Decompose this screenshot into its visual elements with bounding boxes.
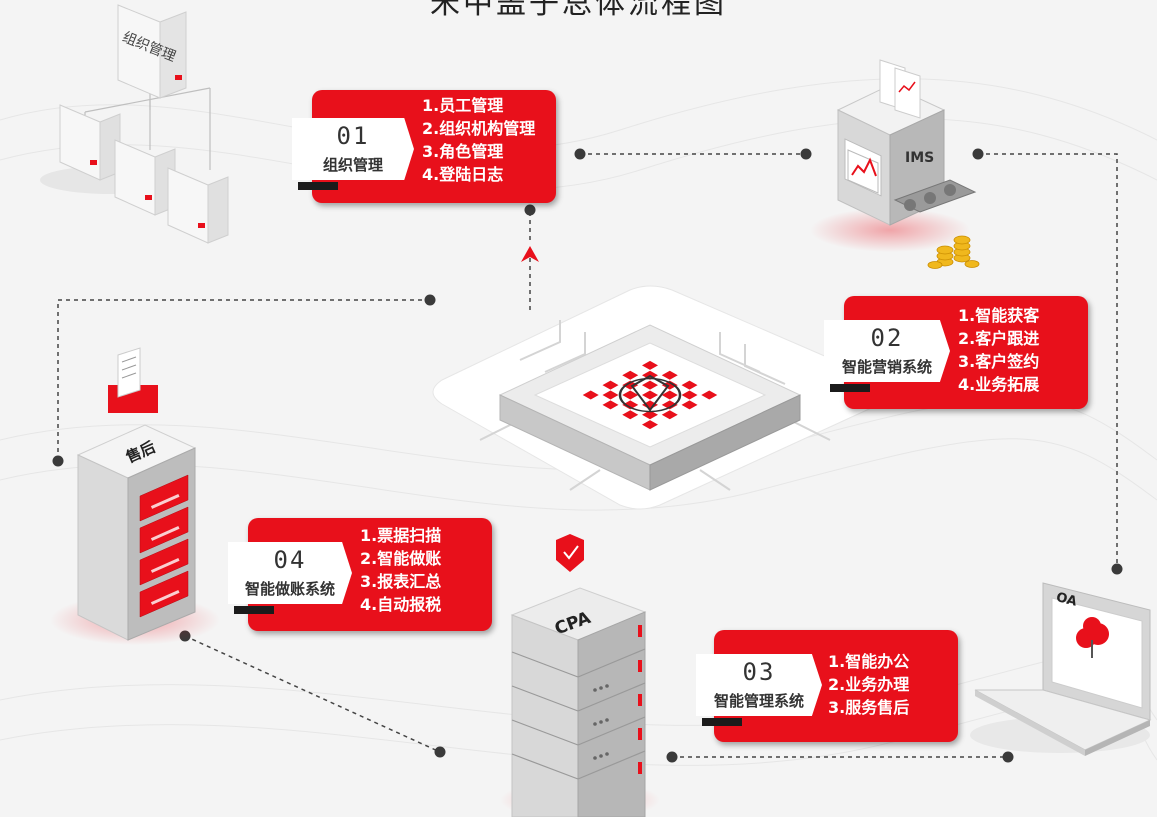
module-name: 组织管理 [322, 156, 383, 174]
connector-dot [424, 294, 436, 306]
rack-drawers [139, 474, 189, 618]
module-number: 04 [273, 546, 307, 574]
module-item: 1.智能办公 [828, 652, 910, 671]
module-item: 1.票据扫描 [360, 526, 442, 545]
org-folders-illustration: 组织管理 [40, 4, 229, 244]
module-item: 2.智能做账 [360, 549, 442, 568]
connector-dot [574, 148, 586, 160]
connector-dot [666, 751, 678, 763]
module-item: 4.登陆日志 [422, 165, 504, 184]
chip-tile [661, 410, 678, 420]
chip-tile [681, 400, 698, 410]
module-item: 3.客户签约 [958, 352, 1040, 371]
module-item: 3.服务售后 [828, 698, 910, 717]
chip-tile [642, 390, 658, 400]
chip-tile [661, 400, 678, 410]
connector-dot [52, 455, 64, 467]
chip-tile [602, 400, 619, 410]
chip-tile [701, 390, 718, 400]
chip-tile [622, 370, 639, 380]
chip-tile [602, 380, 619, 390]
module-tab: 03 智能管理系统 [696, 654, 822, 716]
svg-text:OA: OA [1055, 590, 1079, 610]
module-number: 01 [336, 122, 370, 150]
chip-tile [622, 400, 639, 410]
module-number: 02 [870, 324, 904, 352]
module-name: 智能做账系统 [244, 580, 335, 598]
chip-tile [602, 390, 619, 400]
folder-icon: 组织管理 [117, 4, 187, 99]
module-items-list: 1.员工管理 2.组织机构管理 3.角色管理 4.登陆日志 [422, 94, 535, 186]
chip-tile [681, 380, 698, 390]
connector-dot [524, 204, 536, 216]
connector-rack-center [57, 299, 430, 461]
oa-laptop-illustration: OA [970, 582, 1152, 756]
module-item: 2.业务办理 [828, 675, 910, 694]
module-items-list: 1.智能获客 2.客户跟进 3.客户签约 4.业务拓展 [958, 304, 1039, 396]
module-item: 2.客户跟进 [958, 329, 1040, 348]
module-name: 智能管理系统 [713, 692, 804, 710]
module-card-accounting: 1.票据扫描 2.智能做账 3.报表汇总 4.自动报税 04 智能做账系统 [226, 518, 496, 643]
tree-icon [1076, 617, 1109, 658]
connector-dot [434, 746, 446, 758]
chip-tile [661, 390, 678, 400]
chip-tile [642, 410, 658, 420]
chip-tile [642, 360, 658, 370]
module-item: 1.员工管理 [422, 96, 504, 115]
arrow-up-icon [521, 246, 539, 262]
module-item: 4.业务拓展 [958, 375, 1040, 394]
module-tab-foot [298, 182, 338, 190]
page-title: 米中盖子总体流程图 [430, 0, 727, 21]
module-item: 2.组织机构管理 [422, 119, 536, 138]
module-tab-foot [702, 718, 742, 726]
module-tab: 02 智能营销系统 [824, 320, 950, 382]
after-sales-rack-illustration: 售后 [50, 347, 220, 645]
cpa-server-illustration: CPA [500, 534, 660, 817]
ims-machine-illustration: IMS [810, 59, 980, 269]
module-tab-foot [234, 606, 274, 614]
module-tab: 04 智能做账系统 [228, 542, 352, 604]
connector-ims-laptop [978, 153, 1118, 569]
chip-tile [642, 420, 658, 430]
cpa-drawer-lines [511, 648, 646, 780]
coins-icon [927, 235, 980, 269]
module-items-list: 1.票据扫描 2.智能做账 3.报表汇总 4.自动报税 [360, 524, 441, 616]
connector-dot [1111, 563, 1123, 575]
connector-lines [57, 153, 1118, 758]
chip-tile [661, 370, 678, 380]
chip-tile [622, 410, 639, 420]
module-tab: 01 组织管理 [292, 118, 414, 180]
connector-dot [800, 148, 812, 160]
chip-tile [681, 390, 698, 400]
folder-icon [59, 104, 121, 181]
connector-acct-cpa [184, 635, 441, 753]
module-tab-foot [830, 384, 870, 392]
central-chip-illustration [432, 285, 890, 510]
module-number: 03 [742, 658, 776, 686]
chip-tile [622, 390, 639, 400]
module-card-marketing: 1.智能获客 2.客户跟进 3.客户签约 4.业务拓展 02 智能营销系统 [820, 296, 1090, 421]
folder-icon [167, 167, 229, 244]
folder-icon [114, 139, 176, 216]
connector-dot [972, 148, 984, 160]
module-item: 4.自动报税 [360, 595, 442, 614]
connector-dot [1002, 751, 1014, 763]
module-card-management: 1.智能办公 2.业务办理 3.服务售后 03 智能管理系统 [694, 630, 964, 745]
module-item: 1.智能获客 [958, 306, 1040, 325]
module-items-list: 1.智能办公 2.业务办理 3.服务售后 [828, 650, 909, 719]
module-name: 智能营销系统 [841, 358, 932, 376]
chip-tile [642, 400, 658, 410]
module-item: 3.角色管理 [422, 142, 504, 161]
chip-tile [582, 390, 599, 400]
chip-tile [642, 380, 658, 390]
module-item: 3.报表汇总 [360, 572, 442, 591]
svg-text:IMS: IMS [905, 150, 934, 166]
module-card-org: 1.员工管理 2.组织机构管理 3.角色管理 4.登陆日志 01 组织管理 [286, 90, 556, 215]
